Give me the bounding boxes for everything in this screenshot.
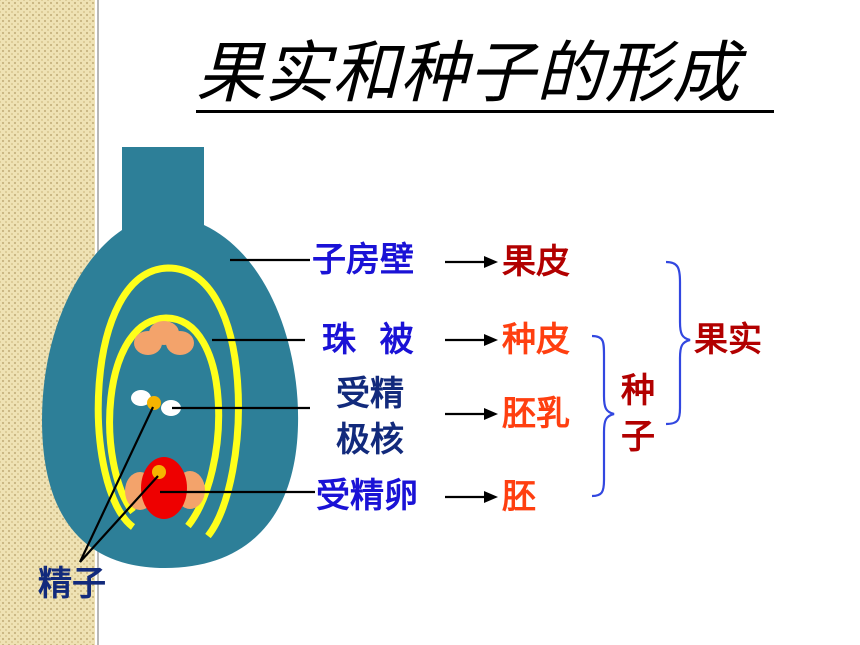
arrowhead xyxy=(484,334,498,346)
fruit-brace xyxy=(665,260,691,426)
polar-nucleus xyxy=(131,390,151,406)
integument-inner-ring xyxy=(106,314,223,529)
sperm-pointer-line xyxy=(79,475,159,563)
label-seed: 种子 xyxy=(621,371,655,457)
page-title: 果实和种子的形成 xyxy=(196,34,740,112)
polar-nucleus xyxy=(161,400,181,416)
label-endosperm: 胚乳 xyxy=(502,394,570,434)
antipodal-cell xyxy=(149,321,179,345)
label-fertilized-polar-nuclei-line1: 受精 xyxy=(336,374,404,414)
label-pericarp: 果皮 xyxy=(502,242,570,282)
label-fertilized-egg: 受精卵 xyxy=(316,476,418,516)
label-ovary-wall: 子房壁 xyxy=(312,240,414,280)
label-integument: 珠 被 xyxy=(322,320,414,360)
label-fertilized-polar-nuclei-line2: 极核 xyxy=(336,420,404,460)
integument-outer-ring xyxy=(94,264,242,539)
sperm-nucleus xyxy=(147,396,161,410)
label-sperm: 精子 xyxy=(38,564,106,604)
label-seed-coat: 种皮 xyxy=(502,320,570,360)
seed-brace xyxy=(591,334,615,498)
sperm-pointer-line xyxy=(79,406,154,563)
label-fruit: 果实 xyxy=(694,320,762,360)
arrowhead xyxy=(484,256,498,268)
label-embryo: 胚 xyxy=(502,477,536,517)
title-underline xyxy=(196,110,774,113)
sperm-nucleus xyxy=(152,465,166,479)
arrowhead xyxy=(484,408,498,420)
arrowhead xyxy=(484,491,498,503)
